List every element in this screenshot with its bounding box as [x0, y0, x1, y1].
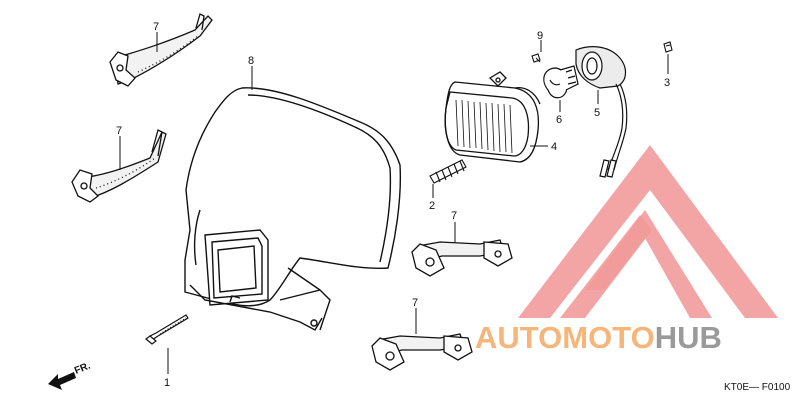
front-direction-arrow — [48, 372, 76, 390]
rubber-strap-mid-right[interactable] — [411, 239, 513, 277]
callout-6: 6 — [556, 114, 562, 126]
watermark-logo — [518, 145, 778, 318]
callout-5: 5 — [594, 107, 600, 119]
watermark-text-hub: HUB — [655, 320, 722, 355]
watermark-text-auto: AUTO — [475, 320, 562, 355]
rubber-strap-bottom-right[interactable] — [371, 333, 473, 371]
callout-7-mid: 7 — [116, 125, 122, 137]
callout-7-bottom: 7 — [412, 297, 418, 309]
callout-7-top: 7 — [153, 21, 159, 33]
callout-2: 2 — [429, 200, 435, 212]
front-label: FR. — [73, 360, 92, 376]
callout-4: 4 — [551, 141, 557, 153]
callout-3: 3 — [664, 77, 670, 89]
rubber-strap-top-left[interactable] — [109, 13, 213, 87]
screw[interactable] — [531, 53, 541, 63]
callout-7-right-mid: 7 — [451, 210, 457, 222]
bulb-socket[interactable] — [575, 46, 628, 178]
watermark-text-moto: MOTO — [562, 320, 654, 355]
spring[interactable] — [429, 159, 467, 184]
watermark-text: AUTOMOTOHUB — [475, 320, 722, 355]
callout-1: 1 — [164, 377, 170, 389]
bolt[interactable] — [145, 314, 189, 345]
watermark-inner-triangle — [585, 210, 712, 318]
bulb[interactable] — [543, 65, 579, 99]
callout-9: 9 — [537, 30, 543, 42]
headlight-unit[interactable] — [444, 71, 541, 163]
headlight-cover[interactable] — [184, 87, 402, 331]
rubber-strap-mid-left[interactable] — [71, 129, 167, 203]
wire-clip[interactable] — [663, 41, 673, 53]
callout-8: 8 — [248, 55, 254, 67]
diagram-code: KT0E— F0100 — [724, 382, 791, 393]
watermark-triangle — [518, 145, 778, 318]
